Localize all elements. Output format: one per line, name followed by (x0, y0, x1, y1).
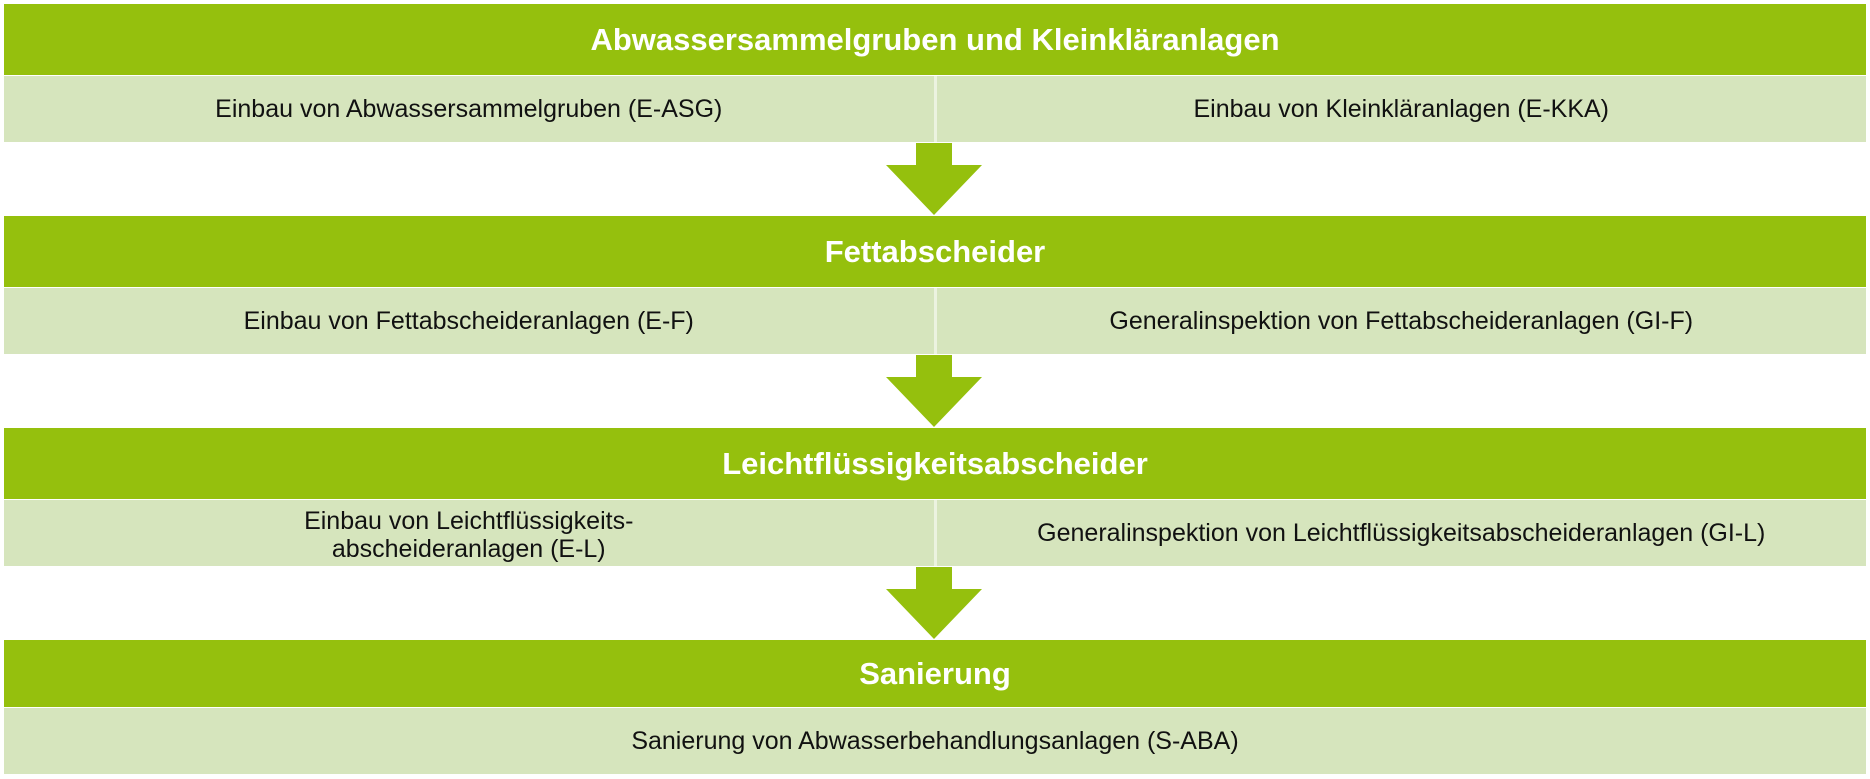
flow-arrow-2 (886, 355, 982, 427)
section-abwassersammelgruben: Abwassersammelgruben und Kleinkläranlage… (4, 4, 1866, 142)
item-s-aba: Sanierung von Abwasserbehandlungsanlagen… (631, 727, 1239, 755)
arrow-shape (886, 567, 982, 639)
item-einbau-l: Einbau von Leichtflüssigkeits- abscheide… (304, 507, 634, 563)
section-items-row: Einbau von Fettabscheideranlagen (E-F) G… (4, 288, 1866, 354)
section-header: Sanierung (4, 640, 1866, 708)
section-leichtfluessigkeitsabscheider: Leichtflüssigkeitsabscheider Einbau von … (4, 428, 1866, 566)
item-einbau-asg: Einbau von Abwassersammelgruben (E-ASG) (215, 95, 723, 123)
flow-arrow-1 (886, 143, 982, 215)
item-einbau-f: Einbau von Fettabscheideranlagen (E-F) (243, 307, 694, 335)
section-items-row: Einbau von Abwassersammelgruben (E-ASG) … (4, 76, 1866, 142)
section-header: Leichtflüssigkeitsabscheider (4, 428, 1866, 500)
item-gi-f: Generalinspektion von Fettabscheideranla… (933, 288, 1867, 354)
section-items-row: Einbau von Leichtflüssigkeits- abscheide… (4, 500, 1866, 566)
section-fettabscheider: Fettabscheider Einbau von Fettabscheider… (4, 216, 1866, 354)
flow-arrow-3 (886, 567, 982, 639)
section-sanierung: Sanierung Sanierung von Abwasserbehandlu… (4, 640, 1866, 774)
section-items-row: Sanierung von Abwasserbehandlungsanlagen… (4, 708, 1866, 774)
item-einbau-kka: Einbau von Kleinkläranlagen (E-KKA) (933, 76, 1867, 142)
arrow-shape (886, 143, 982, 215)
item-gi-l: Generalinspektion von Leichtflüssigkeits… (933, 500, 1867, 566)
section-header: Fettabscheider (4, 216, 1866, 288)
arrow-shape (886, 355, 982, 427)
section-header: Abwassersammelgruben und Kleinkläranlage… (4, 4, 1866, 76)
